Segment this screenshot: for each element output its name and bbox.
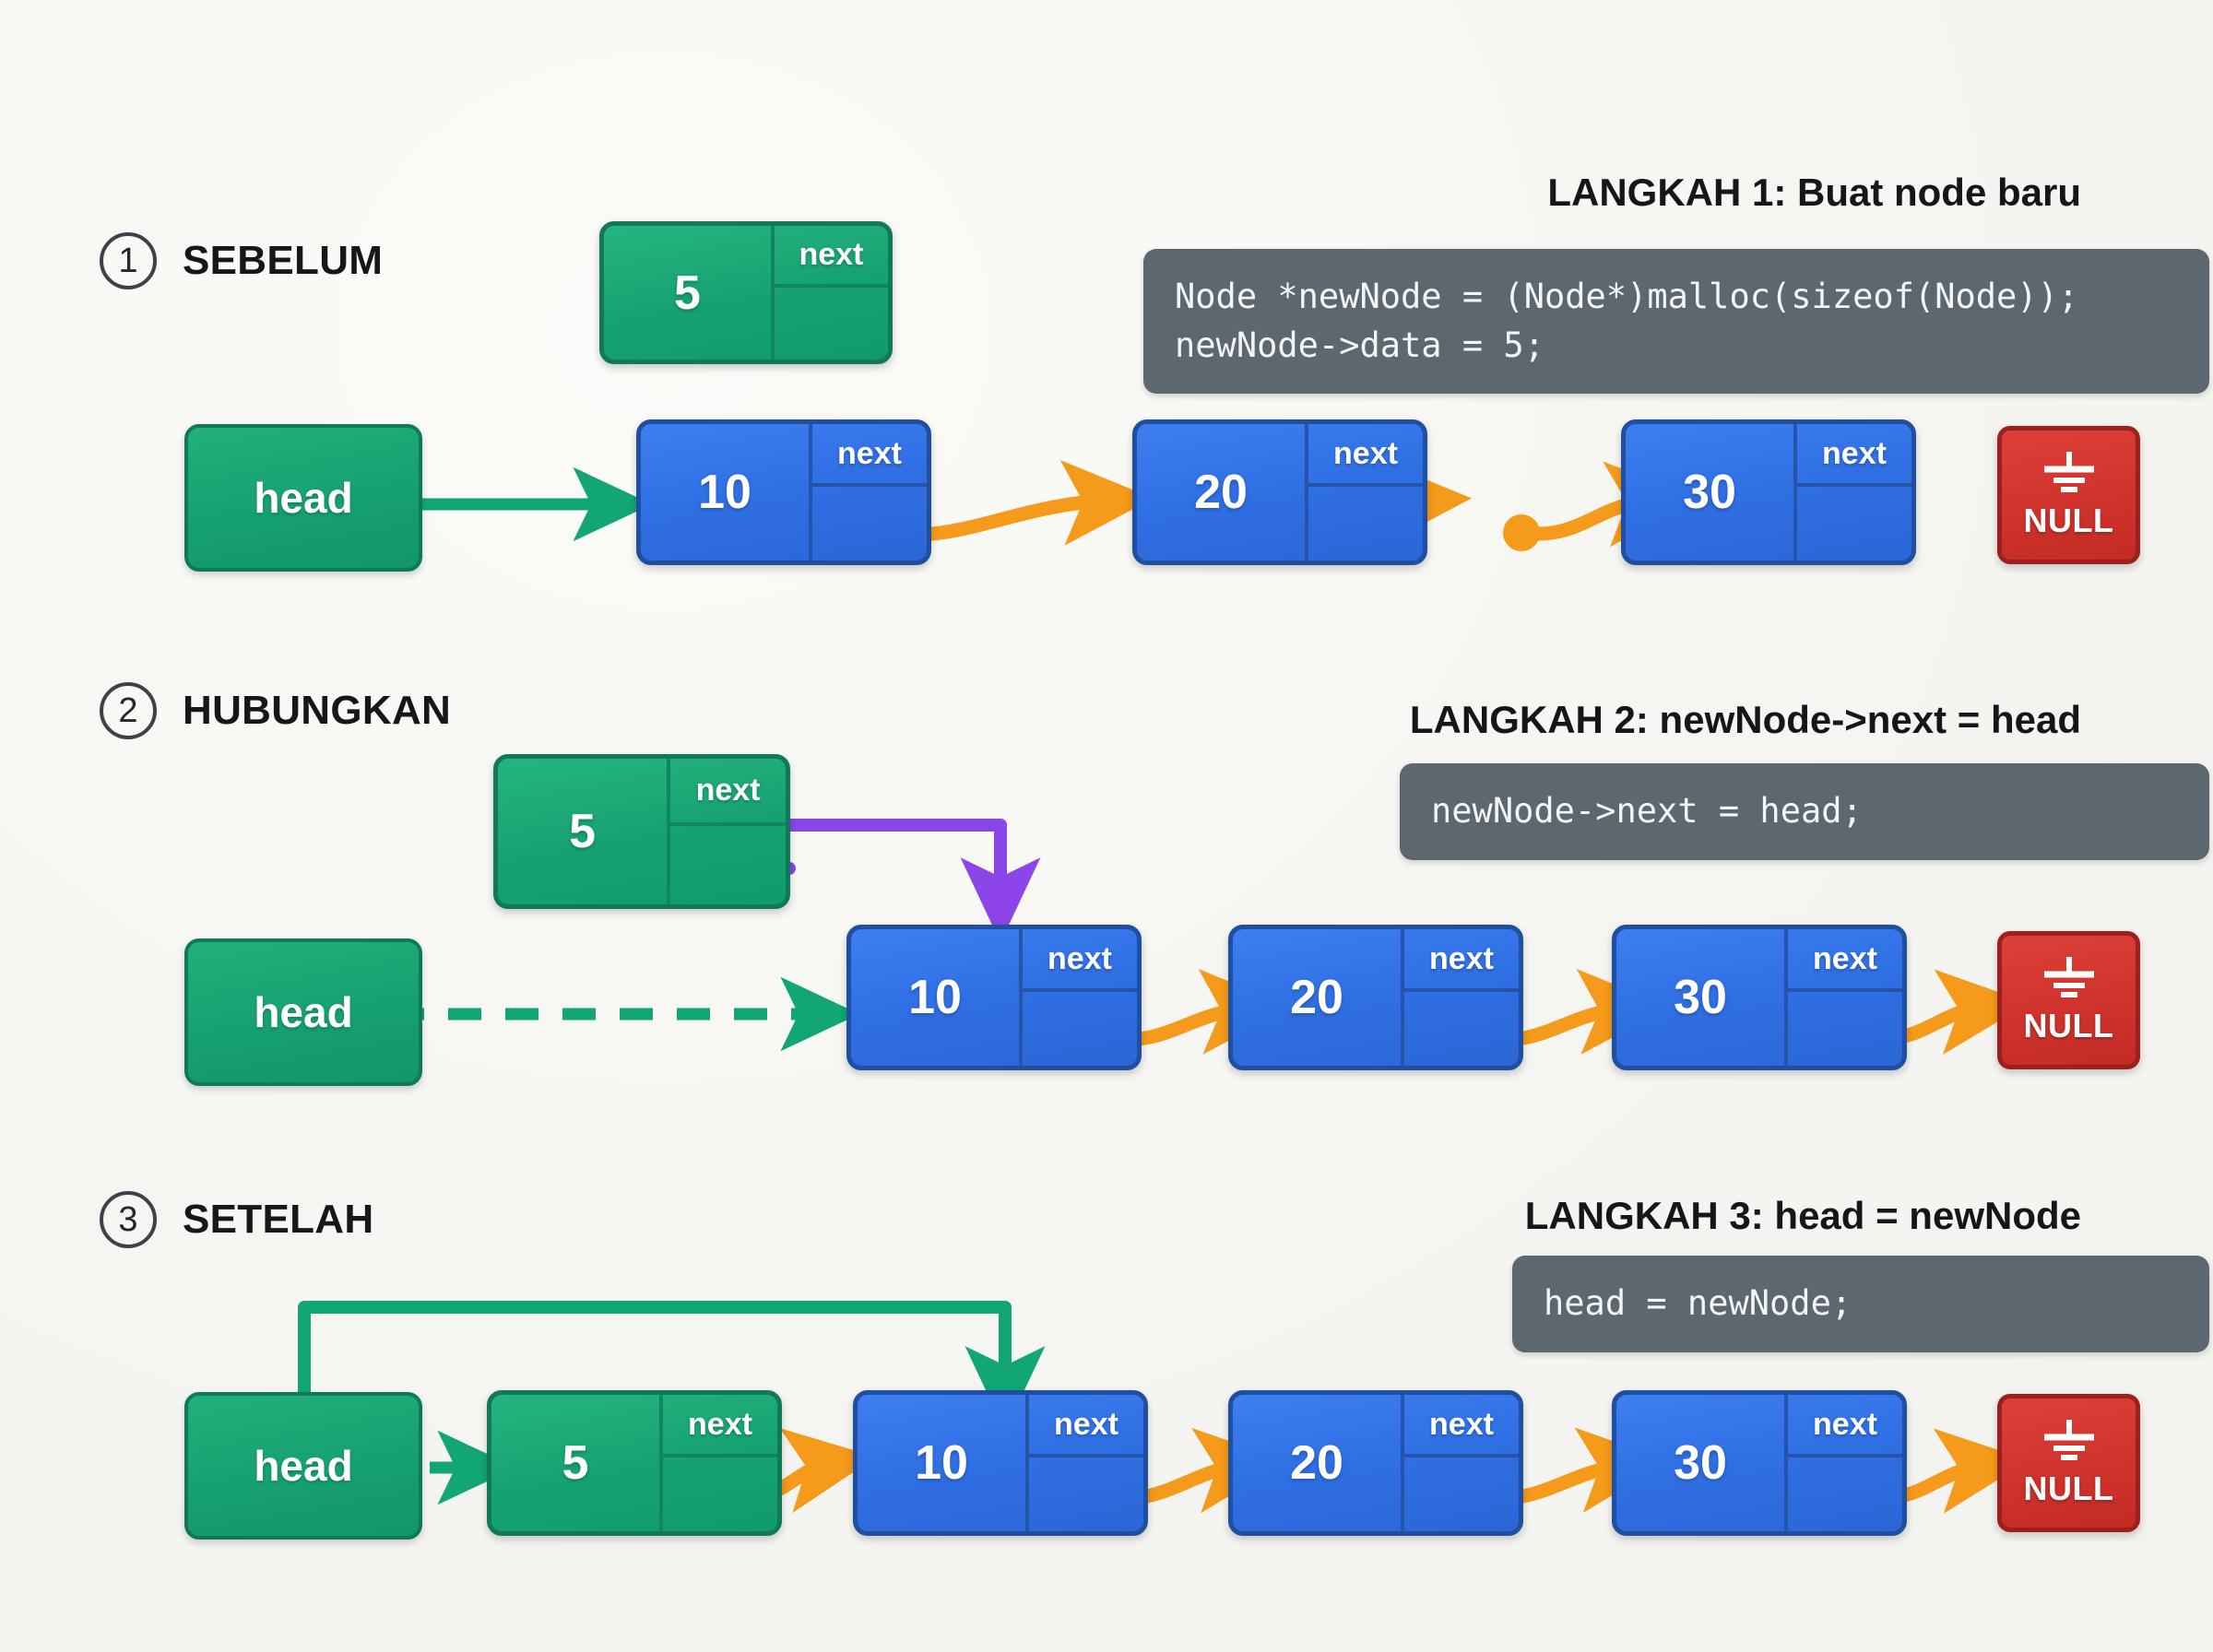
ground-icon — [2043, 957, 2094, 997]
node-next-cell: next — [1788, 929, 1902, 1066]
list-node-20-row1: 20 next — [1132, 419, 1427, 565]
code-block-2: newNode->next = head; — [1400, 763, 2209, 860]
list-node-30-row3: 30 next — [1612, 1390, 1907, 1536]
node-data-cell: 30 — [1616, 929, 1788, 1066]
node-data-cell: 10 — [858, 1395, 1029, 1531]
null-label: NULL — [2023, 1469, 2114, 1507]
code-block-1: Node *newNode = (Node*)malloc(sizeof(Nod… — [1143, 249, 2209, 395]
node-data-cell: 5 — [491, 1395, 663, 1531]
node-next-cell: next — [670, 759, 786, 904]
next-pointer-slot — [1797, 487, 1911, 560]
next-pointer-slot — [670, 826, 786, 904]
next-label: next — [670, 759, 786, 826]
step-title-1: LANGKAH 1: Buat node baru — [1547, 171, 2081, 214]
node-next-cell: next — [1788, 1395, 1902, 1531]
next-pointer-slot — [812, 487, 927, 560]
next-pointer-slot — [1788, 1457, 1902, 1531]
node-next-cell: next — [1023, 929, 1137, 1066]
null-label: NULL — [2023, 502, 2114, 539]
step-label-1: SEBELUM — [183, 238, 384, 283]
list-node-20-row2: 20 next — [1228, 925, 1523, 1070]
node-data-cell: 30 — [1626, 424, 1797, 560]
node-data-cell: 10 — [851, 929, 1023, 1066]
head-box-row3: head — [184, 1392, 422, 1540]
next-label: next — [1788, 1395, 1902, 1458]
head-box-row2: head — [184, 938, 422, 1086]
next-pointer-slot — [1023, 992, 1137, 1066]
new-node-row1: 5 next — [599, 221, 893, 364]
list-node-30-row2: 30 next — [1612, 925, 1907, 1070]
step-title-2: LANGKAH 2: newNode->next = head — [1409, 698, 2081, 741]
node-next-cell: next — [1404, 1395, 1519, 1531]
next-label: next — [1797, 424, 1911, 488]
next-pointer-slot — [1308, 487, 1423, 560]
step-badge-2: 2 HUBUNGKAN — [100, 682, 451, 739]
step-badge-1: 1 SEBELUM — [100, 232, 383, 289]
next-pointer-slot — [1404, 1457, 1519, 1531]
node-data-cell: 5 — [604, 226, 775, 360]
list-node-5-row3: 5 next — [487, 1390, 782, 1536]
node-data-cell: 5 — [498, 759, 671, 904]
null-terminator-row2: NULL — [1997, 931, 2140, 1069]
new-node-row2: 5 next — [493, 754, 790, 909]
next-label: next — [774, 226, 888, 288]
next-label: next — [1023, 929, 1137, 993]
node-data-cell: 10 — [641, 424, 812, 560]
next-label: next — [1788, 929, 1902, 993]
next-pointer-slot — [1029, 1457, 1143, 1531]
step-label-2: HUBUNGKAN — [183, 688, 452, 733]
node-next-cell: next — [1029, 1395, 1143, 1531]
node-data-cell: 20 — [1233, 1395, 1404, 1531]
ground-icon — [2043, 452, 2094, 492]
null-label: NULL — [2023, 1007, 2114, 1044]
next-pointer-slot — [775, 288, 888, 360]
next-label: next — [1404, 929, 1519, 993]
next-pointer-slot — [1404, 992, 1519, 1066]
node-next-cell: next — [774, 226, 888, 360]
step-badge-3: 3 SETELAH — [100, 1191, 373, 1248]
step-label-3: SETELAH — [183, 1197, 374, 1242]
next-label: next — [812, 424, 927, 488]
null-terminator-row3: NULL — [1997, 1394, 2140, 1532]
list-node-10-row3: 10 next — [853, 1390, 1148, 1536]
next-label: next — [1029, 1395, 1143, 1458]
node-next-cell: next — [1797, 424, 1911, 560]
step-title-3: LANGKAH 3: head = newNode — [1524, 1194, 2081, 1237]
step-number-2: 2 — [100, 682, 157, 739]
head-box-row1: head — [184, 424, 422, 572]
null-terminator-row1: NULL — [1997, 426, 2140, 564]
node-next-cell: next — [812, 424, 927, 560]
node-data-cell: 30 — [1616, 1395, 1788, 1531]
step-number-3: 3 — [100, 1191, 157, 1248]
list-node-10-row2: 10 next — [846, 925, 1142, 1070]
list-node-30-row1: 30 next — [1621, 419, 1916, 565]
ground-icon — [2043, 1420, 2094, 1460]
node-next-cell: next — [663, 1395, 777, 1531]
code-block-3: head = newNode; — [1512, 1256, 2209, 1352]
next-label: next — [1404, 1395, 1519, 1458]
node-data-cell: 20 — [1233, 929, 1404, 1066]
next-label: next — [1308, 424, 1423, 488]
next-pointer-slot — [663, 1457, 777, 1531]
next-label: next — [663, 1395, 777, 1458]
node-next-cell: next — [1404, 929, 1519, 1066]
step-number-1: 1 — [100, 232, 157, 289]
node-data-cell: 20 — [1137, 424, 1308, 560]
list-node-10-row1: 10 next — [636, 419, 931, 565]
node-next-cell: next — [1308, 424, 1423, 560]
list-node-20-row3: 20 next — [1228, 1390, 1523, 1536]
next-pointer-slot — [1788, 992, 1902, 1066]
